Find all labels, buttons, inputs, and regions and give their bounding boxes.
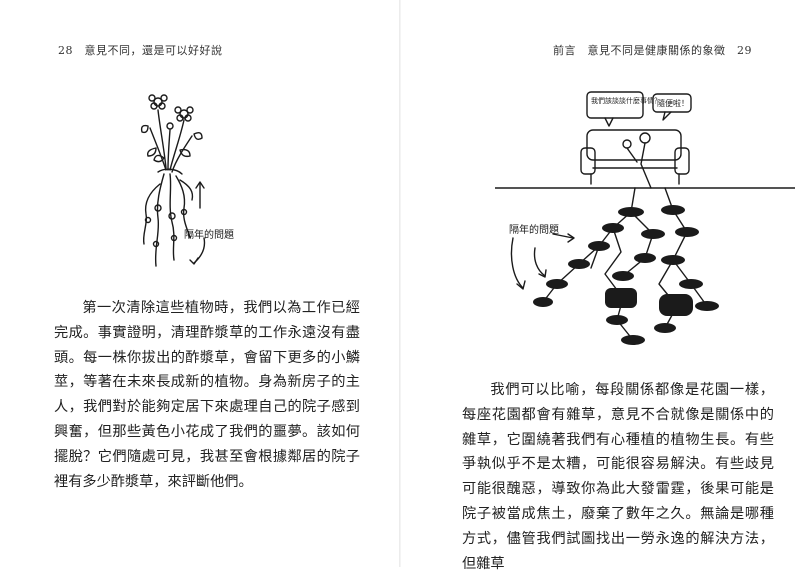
left-paragraph: 第一次清除這些植物時，我們以為工作已經完成。事實證明，清理酢漿草的工作永遠沒有盡… [54,300,360,490]
speech-bubble-1: 我們該談談什麼事情？ [591,96,661,105]
left-running-header: 28 意見不同，還是可以好好說 [58,44,223,57]
left-page: 28 意見不同，還是可以好好說 [0,0,400,567]
left-body-text: 第一次清除這些植物時，我們以為工作已經完成。事實證明，清理酢漿草的工作永遠沒有盡… [54,296,360,494]
right-running-header: 前言 意見不同是健康關係的象徵 29 [553,44,752,57]
left-illustration-label: 隔年的問題 [184,228,234,241]
plant-with-roots-illustration: 隔年的問題 [140,94,234,267]
right-page: 前言 意見不同是健康關係的象徵 29 我們該談談什麼事情？ 隨便啦！ [400,0,800,572]
couch-and-root-network-illustration: 我們該談談什麼事情？ 隨便啦！ [495,91,795,345]
right-illustration-label: 隔年的問題 [509,223,559,236]
right-body-text: 我們可以比喻，每段關係都像是花園一樣，每座花園都會有雜草，意見不合就像是關係中的… [462,378,774,576]
book-gutter [399,0,401,567]
speech-bubble-2: 隨便啦！ [657,98,689,108]
right-paragraph: 我們可以比喻，每段關係都像是花園一樣，每座花園都會有雜草，意見不合就像是關係中的… [462,382,774,572]
